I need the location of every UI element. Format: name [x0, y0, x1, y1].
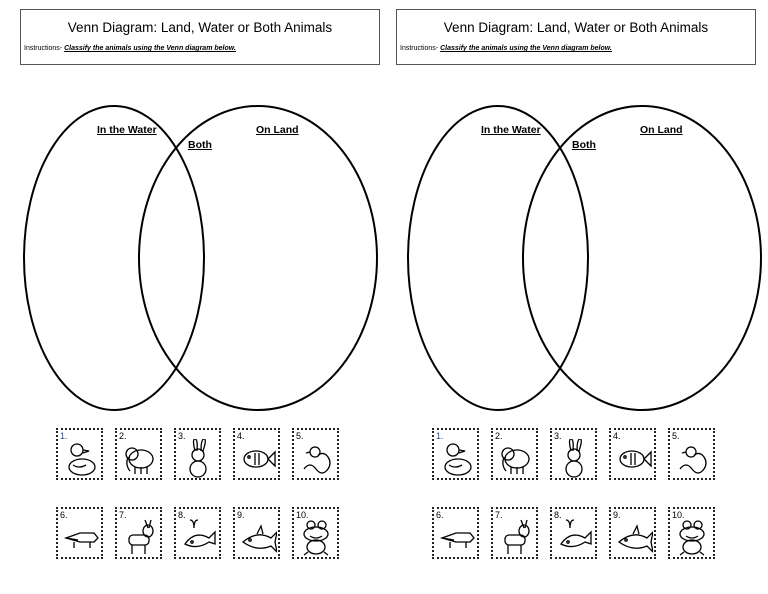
label-both: Both — [572, 139, 596, 151]
card-number: 3. — [554, 431, 562, 441]
animal-card: 6. — [432, 507, 479, 559]
card-number: 8. — [554, 510, 562, 520]
instructions-task: Classify the animals using the Venn diag… — [64, 45, 236, 52]
label-in-the-water: In the Water — [97, 124, 157, 136]
label-both: Both — [188, 139, 212, 151]
card-number: 4. — [237, 431, 245, 441]
card-number: 8. — [178, 510, 186, 520]
card-number: 2. — [119, 431, 127, 441]
land-circle — [522, 105, 762, 411]
label-in-the-water: In the Water — [481, 124, 541, 136]
water-circle — [23, 105, 205, 411]
worksheet-left: Venn Diagram: Land, Water or Both Animal… — [20, 9, 380, 559]
card-number: 10. — [672, 510, 685, 520]
card-number: 9. — [237, 510, 245, 520]
card-number: 5. — [672, 431, 680, 441]
card-number: 1. — [436, 431, 444, 441]
venn-diagram — [407, 105, 762, 411]
animal-card: 5. — [668, 428, 715, 480]
card-number: 6. — [436, 510, 444, 520]
card-number: 7. — [119, 510, 127, 520]
instructions-lead: Instructions- — [400, 45, 441, 52]
card-number: 5. — [296, 431, 304, 441]
card-number: 9. — [613, 510, 621, 520]
animal-card: 3. — [550, 428, 597, 480]
instructions: Instructions- Classify the animals using… — [400, 45, 612, 52]
animal-card: 2. — [491, 428, 538, 480]
animal-card: 7. — [491, 507, 538, 559]
venn-diagram — [23, 105, 378, 411]
title-box: Venn Diagram: Land, Water or Both Animal… — [396, 9, 756, 65]
card-number: 1. — [60, 431, 68, 441]
animal-card: 3. — [174, 428, 221, 480]
worksheet-title: Venn Diagram: Land, Water or Both Animal… — [67, 20, 333, 35]
card-number: 6. — [60, 510, 68, 520]
card-number: 4. — [613, 431, 621, 441]
label-on-land: On Land — [256, 124, 299, 136]
land-circle — [138, 105, 378, 411]
animal-card: 8. — [174, 507, 221, 559]
worksheet-right: Venn Diagram: Land, Water or Both Animal… — [384, 0, 768, 594]
animal-card: 2. — [115, 428, 162, 480]
water-circle — [407, 105, 589, 411]
animal-card: 10. — [292, 507, 339, 559]
card-number: 3. — [178, 431, 186, 441]
animal-card: 1. — [56, 428, 103, 480]
label-on-land: On Land — [640, 124, 683, 136]
card-number: 10. — [296, 510, 309, 520]
animal-card: 9. — [233, 507, 280, 559]
animal-card: 8. — [550, 507, 597, 559]
instructions: Instructions- Classify the animals using… — [24, 45, 236, 52]
animal-card: 9. — [609, 507, 656, 559]
animal-card: 1. — [432, 428, 479, 480]
animal-card: 4. — [233, 428, 280, 480]
title-box: Venn Diagram: Land, Water or Both Animal… — [20, 9, 380, 65]
worksheet-title: Venn Diagram: Land, Water or Both Animal… — [443, 20, 709, 35]
animal-card: 7. — [115, 507, 162, 559]
animal-card: 5. — [292, 428, 339, 480]
instructions-task: Classify the animals using the Venn diag… — [440, 45, 612, 52]
animal-card: 10. — [668, 507, 715, 559]
animal-card: 6. — [56, 507, 103, 559]
card-number: 2. — [495, 431, 503, 441]
instructions-lead: Instructions- — [24, 45, 65, 52]
animal-card: 4. — [609, 428, 656, 480]
card-number: 7. — [495, 510, 503, 520]
